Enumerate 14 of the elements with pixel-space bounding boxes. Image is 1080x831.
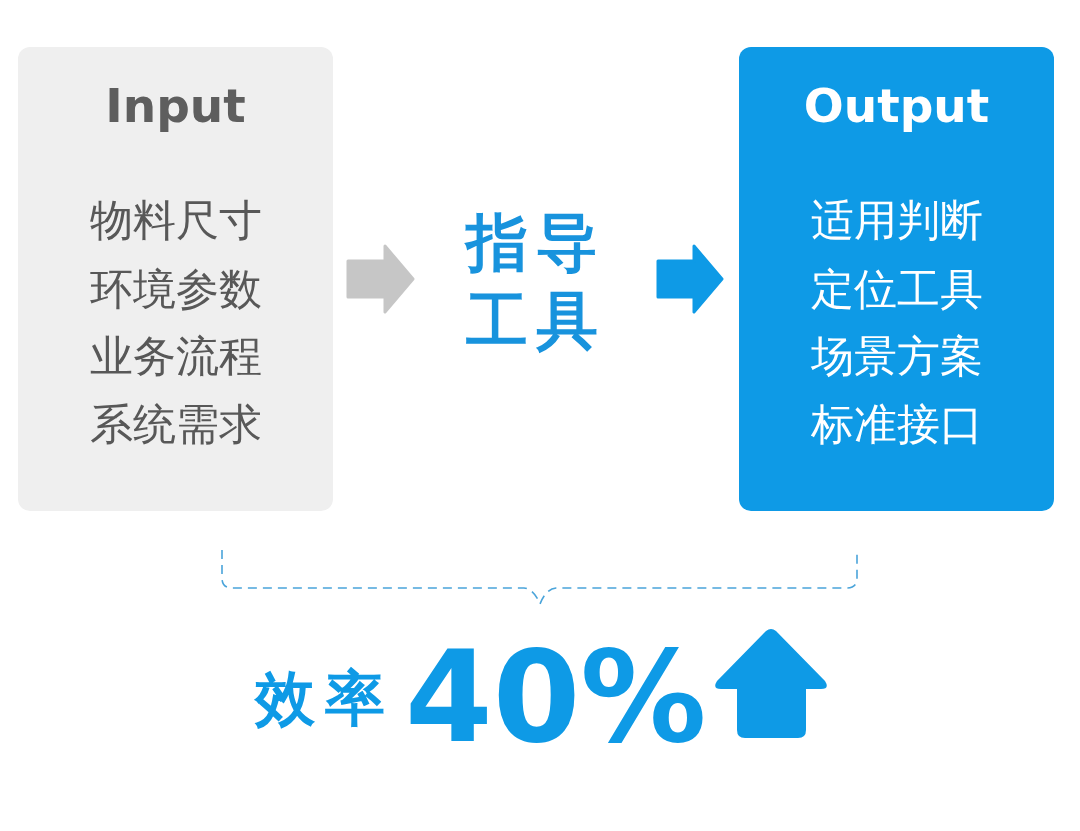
arrow [656, 244, 724, 314]
metric-label: 效率 [255, 668, 395, 728]
output-panel [739, 47, 1054, 511]
list-item: 标准接口 [810, 400, 983, 448]
list-item: 适用判断 [810, 196, 983, 244]
list-item: 系统需求 [89, 400, 262, 448]
list-item: 物料尺寸 [89, 196, 262, 244]
list-item: 环境参数 [89, 265, 262, 313]
percentage-value: 40% [405, 635, 707, 761]
arrow [346, 244, 415, 314]
list-item: 场景方案 [810, 332, 983, 380]
list-item: 定位工具 [810, 265, 983, 313]
list-item: 业务流程 [89, 332, 262, 380]
center-label: 指导工具 [463, 205, 607, 359]
